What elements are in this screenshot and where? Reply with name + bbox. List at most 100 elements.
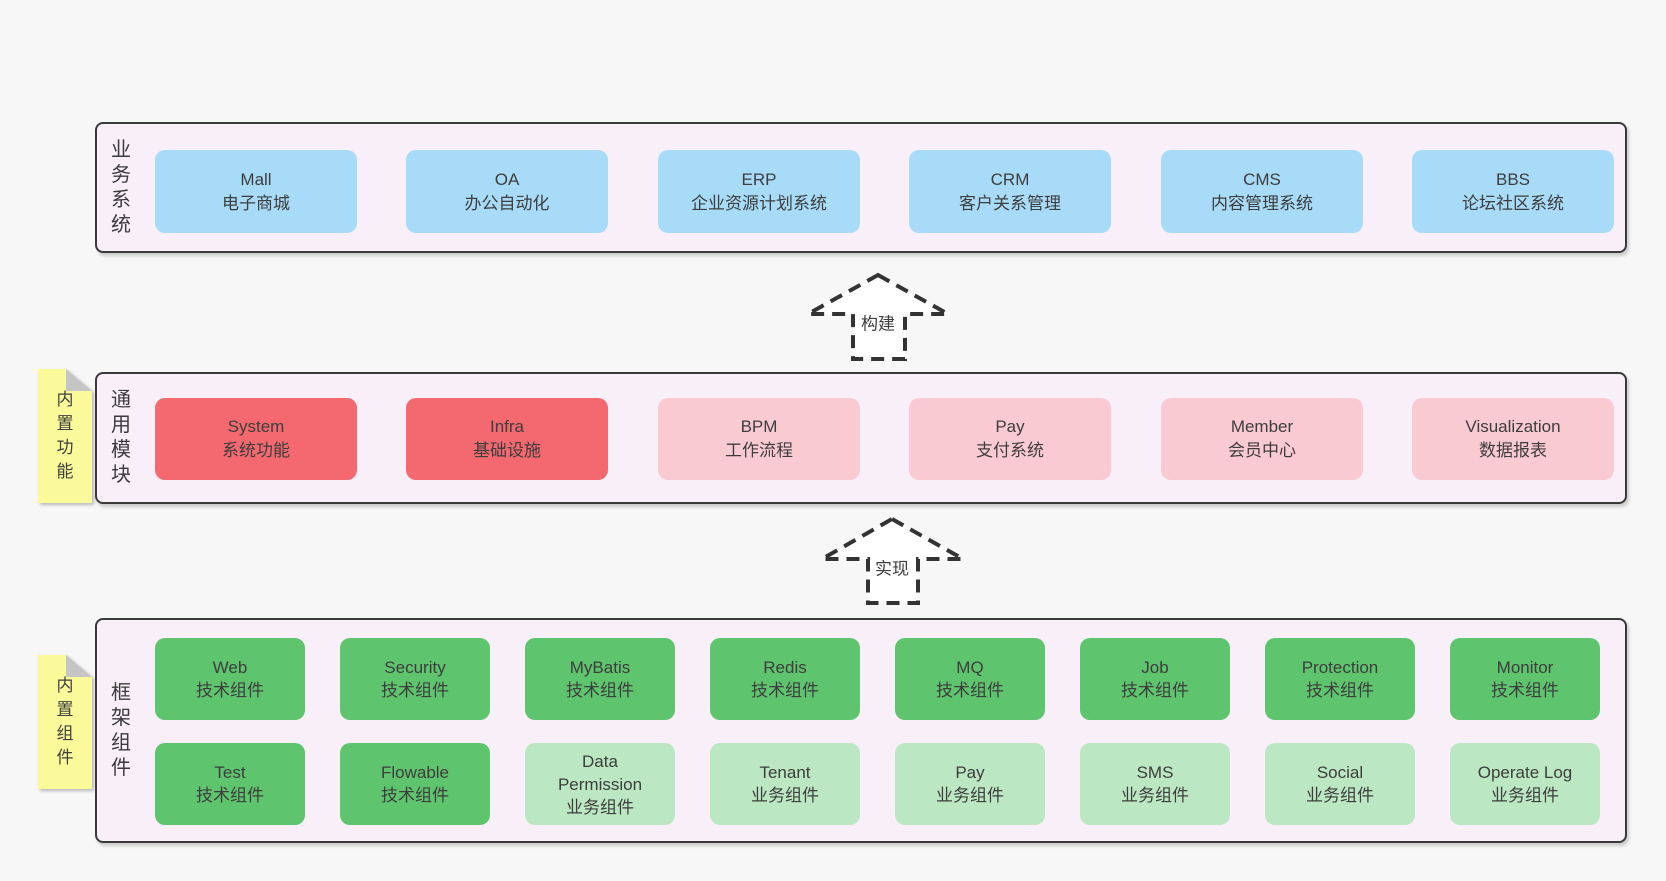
box-title: BBS [1495, 169, 1531, 189]
implement-arrow-label: 实现 [871, 553, 913, 581]
box-title: Flowable [380, 763, 450, 782]
box-subtitle: 客户关系管理 [959, 193, 1061, 213]
box-subtitle: 业务组件 [751, 786, 819, 805]
box-sms: SMS 业务组件 [1080, 743, 1230, 825]
box-title: MQ [956, 658, 984, 677]
box-bpm: BPM 工作流程 [658, 398, 860, 480]
box-subtitle: 支付系统 [976, 441, 1044, 460]
box-subtitle: 企业资源计划系统 [691, 193, 827, 213]
box-subtitle: 内容管理系统 [1211, 193, 1313, 213]
box-title: Data Permission [557, 751, 643, 794]
box-subtitle: 技术组件 [381, 681, 449, 700]
box-title: Pay [995, 417, 1025, 436]
box-visualization: Visualization 数据报表 [1412, 398, 1614, 480]
box-subtitle: 业务组件 [936, 786, 1004, 805]
box-flowable: Flowable 技术组件 [340, 743, 490, 825]
box-title: Social [1316, 763, 1364, 782]
box-system: System 系统功能 [155, 398, 357, 480]
box-title: Pay [955, 763, 985, 782]
box-job: Job 技术组件 [1080, 638, 1230, 720]
box-subtitle: 技术组件 [1121, 681, 1189, 700]
box-subtitle: 技术组件 [751, 681, 819, 700]
box-subtitle: 工作流程 [725, 441, 793, 460]
box-title: Protection [1301, 658, 1379, 677]
sticky-paper [38, 369, 92, 503]
box-subtitle: 基础设施 [473, 441, 541, 460]
box-subtitle: 论坛社区系统 [1462, 193, 1564, 213]
box-monitor: Monitor 技术组件 [1450, 638, 1600, 720]
box-operate-log: Operate Log 业务组件 [1450, 743, 1600, 825]
box-tenant: Tenant 业务组件 [710, 743, 860, 825]
box-crm: CRM 客户关系管理 [909, 150, 1111, 233]
box-title: Redis [763, 658, 807, 677]
box-test: Test 技术组件 [155, 743, 305, 825]
builtin-components-sticky-note: 内置组件 [38, 655, 92, 789]
box-subtitle: 业务组件 [566, 797, 634, 817]
framework-components-label: 框架组件 [111, 681, 131, 779]
common-modules-label: 通用模块 [111, 389, 131, 486]
box-subtitle: 技术组件 [381, 786, 449, 805]
box-subtitle: 电子商城 [222, 193, 290, 213]
box-title: System [227, 417, 285, 436]
builtin-features-sticky-note: 内置功能 [38, 369, 92, 503]
box-redis: Redis 技术组件 [710, 638, 860, 720]
box-mq: MQ 技术组件 [895, 638, 1045, 720]
business-systems-section: 业务系统 Mall 电子商城 OA 办公自动化 ERP 企业资源计划系统 CRM… [95, 122, 1627, 253]
box-title: MyBatis [569, 658, 631, 677]
box-oa: OA 办公自动化 [406, 150, 608, 233]
box-subtitle: 业务组件 [1121, 786, 1189, 805]
sticky-label: 内置组件 [56, 676, 74, 767]
build-arrow-label: 构建 [857, 308, 899, 336]
box-subtitle: 技术组件 [196, 681, 264, 700]
box-title: Monitor [1496, 658, 1554, 677]
box-subtitle: 业务组件 [1306, 786, 1374, 805]
box-data-permission: Data Permission 业务组件 [525, 743, 675, 825]
sticky-paper [38, 655, 92, 789]
box-subtitle: 系统功能 [222, 441, 290, 460]
box-mall: Mall 电子商城 [155, 150, 357, 233]
box-title: CMS [1243, 169, 1281, 189]
build-arrow: 构建 [800, 268, 960, 368]
box-subtitle: 数据报表 [1479, 441, 1547, 460]
box-mybatis: MyBatis 技术组件 [525, 638, 675, 720]
framework-components-section: 框架组件 Web 技术组件 Security 技术组件 MyBatis 技术组件… [95, 618, 1627, 843]
box-subtitle: 业务组件 [1491, 786, 1559, 805]
box-cms: CMS 内容管理系统 [1161, 150, 1363, 233]
box-subtitle: 会员中心 [1228, 441, 1296, 460]
box-subtitle: 技术组件 [1306, 681, 1374, 700]
business-systems-label: 业务系统 [111, 138, 131, 236]
box-title: Test [214, 763, 246, 782]
box-title: SMS [1136, 763, 1174, 782]
box-social: Social 业务组件 [1265, 743, 1415, 825]
box-title: Visualization [1465, 417, 1561, 436]
box-web: Web 技术组件 [155, 638, 305, 720]
box-subtitle: 技术组件 [566, 681, 634, 700]
common-modules-section: 通用模块 System 系统功能 Infra 基础设施 BPM 工作流程 Pay… [95, 372, 1627, 504]
box-title: Job [1141, 658, 1169, 677]
box-subtitle: 技术组件 [936, 681, 1004, 700]
box-title: OA [494, 169, 520, 189]
box-protection: Protection 技术组件 [1265, 638, 1415, 720]
box-bbs: BBS 论坛社区系统 [1412, 150, 1614, 233]
box-member: Member 会员中心 [1161, 398, 1363, 480]
box-erp: ERP 企业资源计划系统 [658, 150, 860, 233]
box-title: Web [212, 658, 248, 677]
box-title: Infra [489, 417, 525, 436]
box-security: Security 技术组件 [340, 638, 490, 720]
box-subtitle: 技术组件 [196, 786, 264, 805]
box-title: BPM [740, 417, 778, 436]
sticky-label: 内置功能 [56, 390, 74, 481]
box-title: Member [1230, 417, 1294, 436]
box-title: Mall [240, 169, 272, 189]
box-title: Security [384, 658, 446, 677]
box-subtitle: 办公自动化 [464, 193, 550, 213]
box-subtitle: 技术组件 [1491, 681, 1559, 700]
box-pay: Pay 支付系统 [909, 398, 1111, 480]
implement-arrow: 实现 [814, 512, 975, 612]
box-infra: Infra 基础设施 [406, 398, 608, 480]
box-title: Operate Log [1477, 763, 1573, 782]
box-title: CRM [990, 169, 1030, 189]
box-title: ERP [741, 169, 777, 189]
box-title: Tenant [759, 763, 811, 782]
